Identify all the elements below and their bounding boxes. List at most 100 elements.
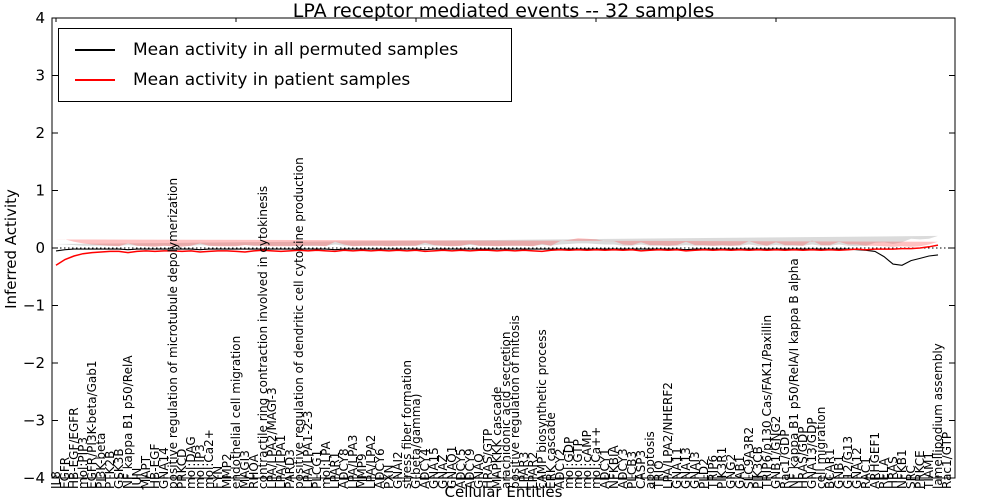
axes-frame [51, 17, 956, 479]
x-tick-label: NF kappa B1 p50/RelA/I kappa B alpha [787, 258, 801, 489]
x-tick-label: GNA12 [850, 447, 864, 489]
legend-label-permuted: Mean activity in all permuted samples [133, 40, 459, 60]
x-tick-label: GNA15 [427, 447, 441, 489]
x-tick-label: ADCY4 [418, 448, 432, 489]
x-tick-label: Rac1/GTP [940, 432, 954, 489]
x-tick-label: PI3K-beta [94, 433, 108, 489]
x-tick-label: PRKCD [175, 449, 189, 489]
x-tick-label: PLCG1 [310, 450, 324, 489]
x-tick-label: FYN [211, 466, 225, 489]
x-tick-label: cell migration [814, 407, 828, 489]
x-tick-label: mol:cAMP [580, 430, 594, 489]
x-tick-label: SRC [904, 465, 918, 489]
x-tick-label: HB-EGF/EGFR [67, 407, 81, 489]
y-tick-label: 4 [35, 9, 45, 27]
y-tick-label: 2 [35, 124, 45, 142]
x-tick-label: LPAR3 [517, 452, 531, 489]
x-tick-label: CASP3 [634, 450, 648, 489]
x-tick-label: TRIP6/p130 Cas/FAK1/Paxillin [760, 315, 774, 490]
x-tick-label: ADCY9 [463, 448, 477, 489]
x-tick-label: GNB1 [832, 455, 846, 489]
x-tick-label: LPA/LPA1 [274, 435, 288, 489]
x-tick-label: HRAS/GDP [796, 426, 810, 489]
x-tick-label: GNA13/GDP [805, 417, 819, 489]
x-tick-label: Rac1/GDP [778, 430, 792, 489]
x-tick-label: GSK3B [112, 448, 126, 489]
x-tick-label: GNA14 [157, 447, 171, 489]
x-tick-label: ADCY8 [337, 448, 351, 489]
x-tick-label: mol:GDP [562, 437, 576, 489]
y-tick-label: 3 [35, 67, 45, 85]
x-tick-label: GNA11 [670, 447, 684, 489]
x-tick-label: contractile ring contraction involved in… [256, 186, 270, 489]
x-tick-label: GNG2 [724, 454, 738, 489]
legend: Mean activity in all permuted samples Me… [58, 28, 512, 102]
x-tick-label: ADCY1 [598, 448, 612, 489]
legend-label-patient: Mean activity in patient samples [133, 70, 411, 90]
x-tick-label: BCAR1 [823, 448, 837, 489]
x-tick-label: ADCY5 [454, 448, 468, 489]
permuted-line-swatch [75, 49, 115, 51]
x-tick-label: GNAZ [436, 454, 450, 489]
x-tick-label: endothelial cell migration [229, 336, 243, 489]
x-tick-label: GNA13 [679, 447, 693, 489]
x-tick-label: LPA/LPA1-2-3 [301, 411, 315, 489]
x-tick-label: PTK2B [103, 451, 117, 489]
x-tick-label: LPA/LPA2 [364, 435, 378, 489]
x-tick-label: RAC1 [859, 457, 873, 489]
x-tick-label: MAPKKK cascade [490, 387, 504, 489]
x-tick-label: EGFR/PI3K-beta/Gab1 [85, 360, 99, 489]
x-tick-label: SLC9A3R2 [742, 427, 756, 489]
x-tick-label: ADCY2 [553, 448, 567, 489]
x-tick-label: PARD3 [283, 449, 297, 489]
patient-line-swatch [75, 79, 115, 81]
x-tick-label: G12/G13 [841, 436, 855, 489]
x-tick-label: GNAI2 [391, 451, 405, 489]
x-tick-label: G(beta/gamma) [409, 394, 423, 489]
x-tick-label: JUN [130, 468, 144, 490]
x-tick-label: ADCY6 [373, 448, 387, 489]
y-tick-label: −3 [23, 412, 45, 430]
y-tick-label: −4 [23, 469, 45, 487]
x-tick-label: MAGI3 [238, 450, 252, 489]
x-tick-label: NF kappa B1 p50/RelA [121, 355, 135, 489]
chart-title: LPA receptor mediated events -- 32 sampl… [292, 0, 715, 22]
x-tick-label: HRAS [886, 456, 900, 489]
x-tick-label: arachidonic acid secretion [499, 332, 513, 489]
x-tick-label: GAB1 [733, 456, 747, 489]
x-tick-label: cAMP biosynthetic process [535, 329, 549, 489]
x-tick-label: MAPT [139, 455, 153, 489]
x-tick-label: stress fiber formation [400, 360, 414, 489]
x-tick-label: mol:GTP [571, 439, 585, 489]
patient-band [56, 238, 938, 247]
x-tick-label: TIAM1 [922, 452, 936, 490]
legend-item-patient: Mean activity in patient samples [59, 65, 511, 95]
x-tick-label: mol:LPA [319, 440, 333, 489]
y-axis-label: Inferred Activity [2, 189, 20, 309]
x-tick-label: MMP9 [355, 453, 369, 489]
x-tick-label: NFKB1 [895, 449, 909, 489]
y-tick-label: −1 [23, 297, 45, 315]
x-tick-label: LPAR1 [328, 452, 342, 489]
x-tick-label: MMP2 [220, 453, 234, 489]
x-tick-label: positive regulation of dendritic cell cy… [292, 157, 306, 489]
x-tick-label: positive regulation of microtubule depol… [166, 178, 180, 489]
y-tick-label: 0 [35, 239, 45, 257]
x-tick-label: PXN [382, 465, 396, 489]
y-tick-label: 1 [35, 182, 45, 200]
x-tick-label: RHOA [247, 453, 261, 489]
x-tick-label: HRAS/GTP [481, 429, 495, 489]
x-tick-label: mol:PIP3 [76, 437, 90, 489]
permuted-mean-line [55, 248, 939, 266]
x-axis-label: Cellular Entities [444, 483, 563, 500]
x-tick-label: GNAI3 [688, 451, 702, 489]
y-tick-label: −2 [23, 354, 45, 372]
x-tick-label: mol:Ca2+ [202, 429, 216, 489]
x-tick-label: LPAR2 [526, 452, 540, 489]
x-tick-label: EGFR [58, 457, 72, 489]
permuted-band [56, 235, 938, 247]
x-tick-label: ARHGEF1 [868, 432, 882, 489]
x-tick-label: lamellipodium assembly [931, 343, 945, 489]
x-tick-label: PRKCE [913, 450, 927, 489]
